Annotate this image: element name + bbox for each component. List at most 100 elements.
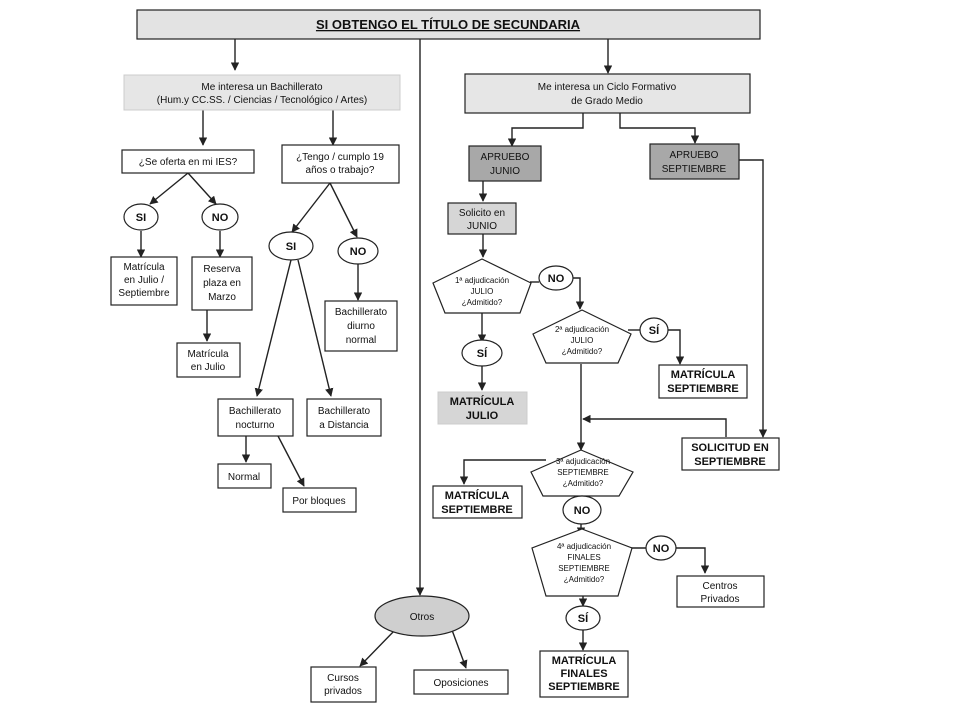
reserva-plaza-line: Marzo [208,292,236,303]
oposiciones-label: Oposiciones [433,678,488,689]
solicitud-septiembre-box [681,437,780,471]
adjudicacion-1-shape [432,258,532,314]
solicitud-septiembre-line: SEPTIEMBRE [694,456,766,468]
apruebo-junio-box [468,145,542,182]
ies-no-ellipse [201,203,239,231]
adj3-no-label: NO [574,505,591,517]
cursos-privados-line: Cursos [327,673,359,684]
bachillerato-distancia-line: Bachillerato [318,406,371,417]
matricula-julio-septiembre-node: Matrícula en Julio / Septiembre [110,256,178,306]
connector [149,172,189,205]
ies-question-text: ¿Se oferta en mi IES? [139,157,238,168]
ciclo-header-box [464,73,751,114]
adj3-no-ellipse [562,495,602,525]
connector [329,182,358,238]
matricula-julio-ciclo-line: JULIO [466,410,499,422]
adjudicacion-2-shape [532,309,632,364]
connectors [136,39,768,669]
ciclo-header-node: Me interesa un Ciclo Formativo de Grado … [464,73,751,114]
reserva-plaza-line: plaza en [203,278,241,289]
adj1-no-label: NO [548,273,565,285]
adjudicacion-4-line: SEPTIEMBRE [558,564,610,573]
centros-privados-node: Centros Privados [676,575,765,608]
matricula-julio-line: en Julio [191,362,226,373]
adjudicacion-2-node: 2ª adjudicación JULIO ¿Admitido? [532,309,632,364]
bachillerato-distancia-line: a Distancia [319,420,369,431]
connector [297,259,334,397]
bachillerato-header-node: Me interesa un Bachillerato (Hum.y CC.SS… [123,74,401,111]
reserva-plaza-box [191,256,253,311]
centros-privados-line: Centros [702,581,737,592]
apruebo-septiembre-line: SEPTIEMBRE [662,164,727,175]
adjudicacion-3-line: SEPTIEMBRE [557,468,609,477]
matricula-julio-septiembre-box [110,256,178,306]
bachillerato-diurno-line: normal [346,335,377,346]
normal-node: Normal [217,463,272,489]
bachillerato-diurno-box [324,300,398,352]
matricula-julio-line: Matrícula [187,349,229,360]
apruebo-septiembre-box [649,143,740,180]
matricula-septiembre-a-line: SEPTIEMBRE [667,383,739,395]
cursos-privados-line: privados [324,686,362,697]
matricula-julio-box [176,342,241,378]
bachillerato-header-line: Me interesa un Bachillerato [201,82,323,93]
adjudicacion-1-line: ¿Admitido? [462,298,503,307]
connector [668,329,685,365]
matricula-julio-ciclo-line: MATRÍCULA [450,395,515,408]
solicitud-septiembre-line: SOLICITUD EN [691,442,769,454]
centros-privados-box [676,575,765,608]
bachillerato-header-box [123,74,401,111]
apruebo-junio-node: APRUEBO JUNIO [468,145,542,182]
adjudicacion-2-line: 2ª adjudicación [555,325,609,334]
adj1-no-ellipse [538,265,574,291]
matricula-septiembre-b-line: MATRÍCULA [445,489,510,502]
title-box [136,9,761,40]
solicito-junio-box [447,202,517,235]
matricula-julio-ciclo-node: MATRÍCULA JULIO [437,391,528,425]
bachillerato-nocturno-box [217,398,294,437]
bachillerato-distancia-box [306,398,382,437]
apruebo-septiembre-line: APRUEBO [670,150,719,161]
matricula-septiembre-a-box [658,364,748,399]
connector [739,159,768,438]
age-no-ellipse [337,237,379,265]
connector [572,277,585,310]
matricula-julio-septiembre-line: Matrícula [123,262,165,273]
matricula-finales-box [539,650,629,698]
cursos-privados-box [310,666,377,703]
adjudicacion-3-line: ¿Admitido? [563,479,604,488]
cursos-privados-node: Cursos privados [310,666,377,703]
bachillerato-distancia-node: Bachillerato a Distancia [306,398,382,437]
matricula-septiembre-a-line: MATRÍCULA [671,368,736,381]
ciclo-header-line: de Grado Medio [571,96,643,107]
adj4-si-label: SÍ [578,612,589,625]
age-no-label: NO [350,246,367,258]
normal-box [217,463,272,489]
connector [291,182,331,233]
connector [507,113,584,147]
bachillerato-diurno-line: diurno [347,321,375,332]
connector [619,113,700,144]
ies-question-box [121,149,255,174]
adjudicacion-4-line: 4ª adjudicación [557,542,611,551]
por-bloques-node: Por bloques [282,487,357,513]
matricula-finales-line: MATRÍCULA [552,654,617,667]
apruebo-septiembre-node: APRUEBO SEPTIEMBRE [649,143,740,180]
adj2-si-ellipse [639,317,669,343]
otros-label: Otros [410,612,434,623]
adj1-si-ellipse [461,339,503,367]
connector [277,435,305,487]
adjudicacion-3-line: 3ª adjudicación [556,457,610,466]
adjudicacion-3-node: 3ª adjudicación SEPTIEMBRE ¿Admitido? [530,449,634,497]
connector [676,547,710,574]
ciclo-header-line: Me interesa un Ciclo Formativo [538,82,677,93]
oposiciones-box [413,669,509,695]
connector [254,259,292,397]
bachillerato-diurno-node: Bachillerato diurno normal [324,300,398,352]
adjudicacion-4-line: FINALES [567,553,600,562]
matricula-septiembre-b-line: SEPTIEMBRE [441,504,513,516]
age-si-label: SI [286,241,296,253]
age-si-ellipse [268,231,314,261]
connector [459,459,546,485]
